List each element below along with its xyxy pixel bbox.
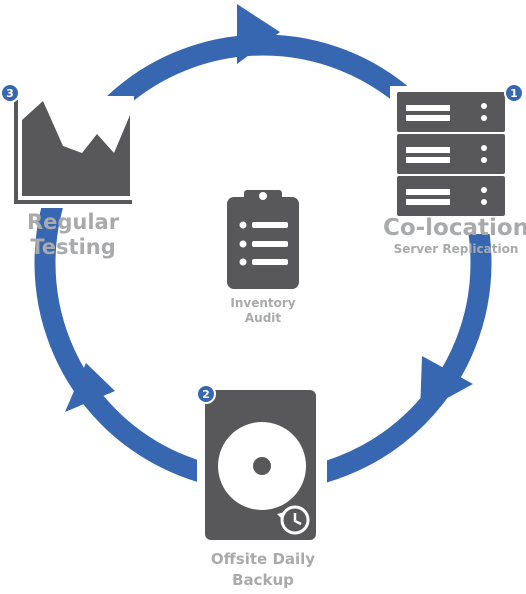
step-1-subtitle: Server Replication xyxy=(393,242,519,256)
center-title-line2: Audit xyxy=(244,311,282,325)
step-3-title-line2: Testing xyxy=(30,235,116,259)
cycle-arrow-top xyxy=(237,4,280,64)
server-rack-icon xyxy=(390,86,510,234)
step-2-title-line1: Offsite Daily xyxy=(210,550,316,568)
center-label: Inventory Audit xyxy=(213,296,313,326)
step-2-label: Offsite Daily Backup xyxy=(180,549,346,591)
step-3-label: Regular Testing xyxy=(12,210,134,260)
step-1-badge: 1 xyxy=(504,83,524,103)
chart-icon xyxy=(10,96,134,208)
clipboard-icon xyxy=(227,190,299,289)
step-2-badge: 2 xyxy=(196,384,216,404)
step-2-number: 2 xyxy=(202,388,210,401)
hard-drive-history-icon xyxy=(197,382,327,547)
step-1-label: Co-location Server Replication xyxy=(382,214,526,256)
step-1-title: Co-location xyxy=(382,215,526,241)
step-3-badge: 3 xyxy=(0,83,20,103)
step-3-title-line1: Regular xyxy=(26,210,120,234)
step-3-number: 3 xyxy=(6,87,14,100)
step-2-title-line2: Backup xyxy=(232,571,294,589)
cycle-arrow-left xyxy=(65,363,115,412)
center-title-line1: Inventory xyxy=(230,296,296,310)
step-1-number: 1 xyxy=(510,87,518,100)
cycle-arrow-right xyxy=(420,356,473,413)
